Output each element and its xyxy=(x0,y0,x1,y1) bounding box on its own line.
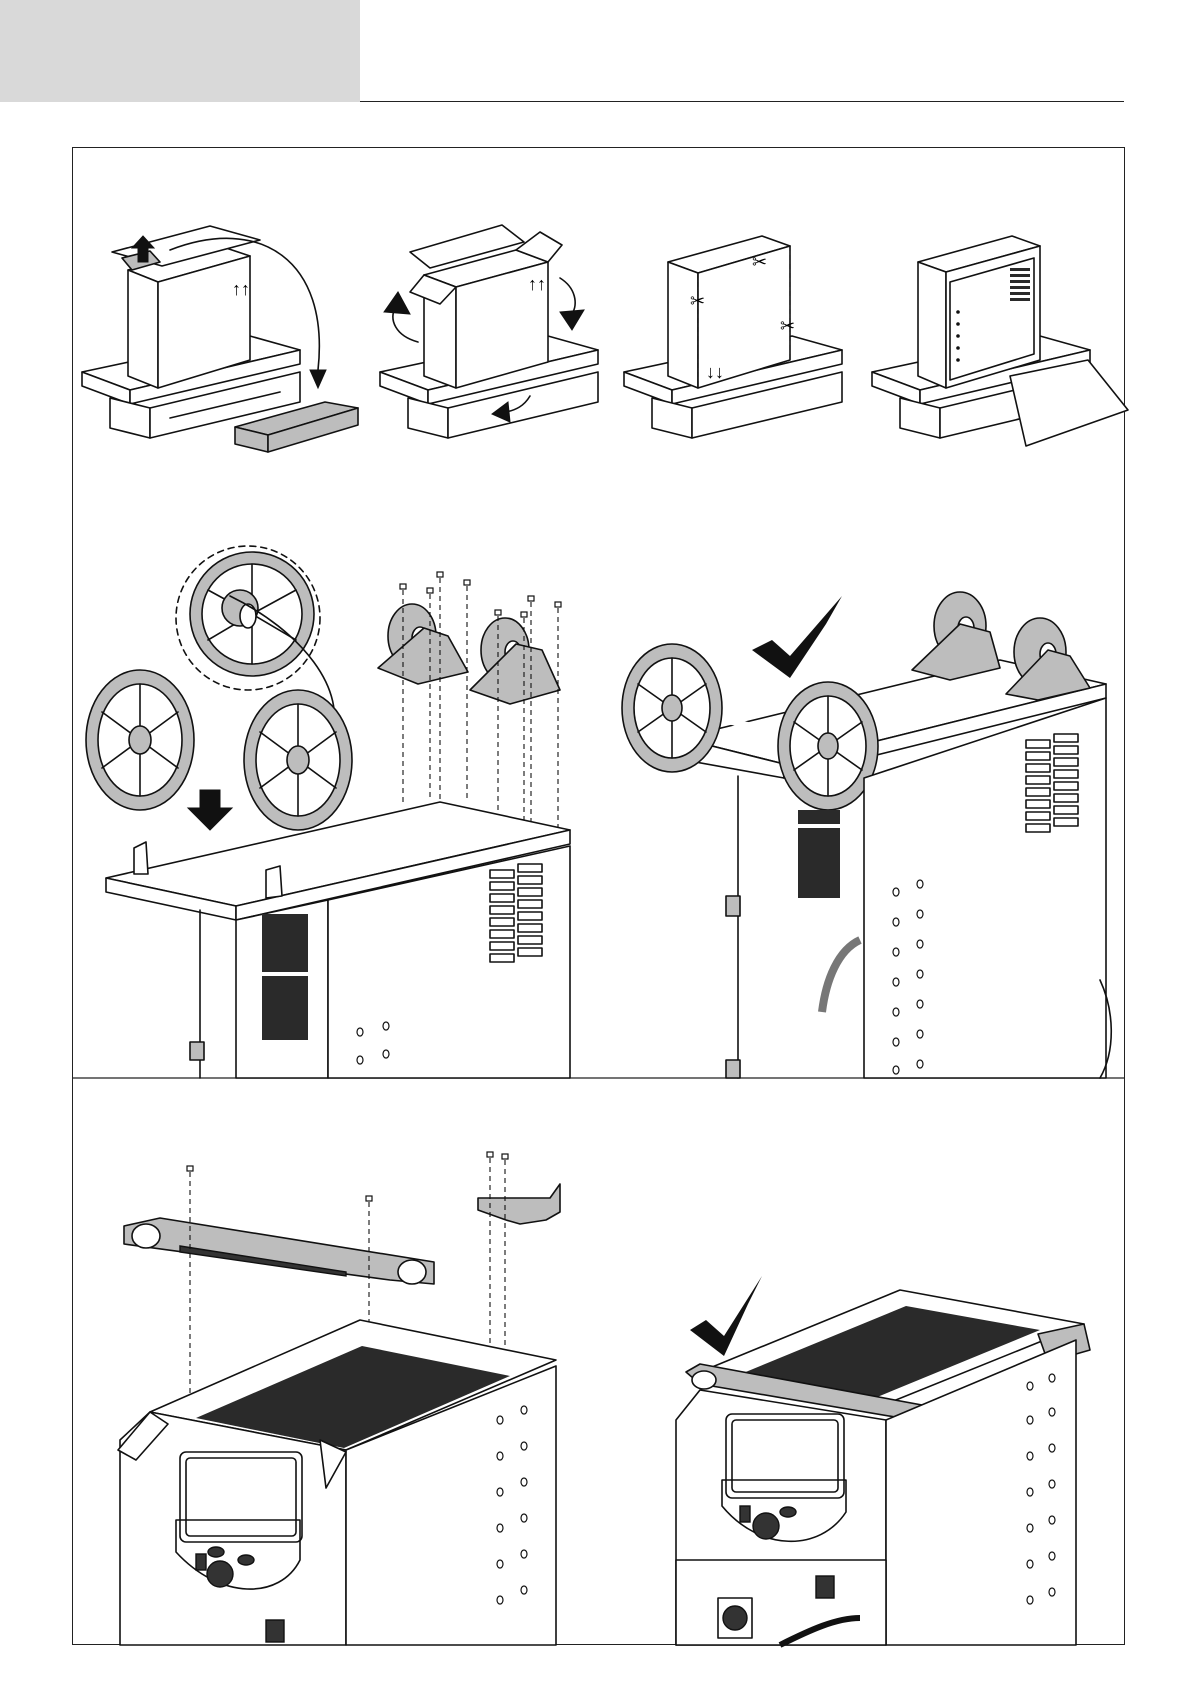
handle-result-panel xyxy=(676,1276,1090,1645)
this-side-down-symbol: ↓↓ xyxy=(706,362,724,382)
wheels-mounting-panel xyxy=(86,546,570,1078)
unpack-step-1: ↑↑ xyxy=(82,226,358,452)
castor-wheel-icon xyxy=(1006,618,1090,700)
wheel-icon xyxy=(622,644,722,772)
handle-bracket-icon xyxy=(124,1218,434,1284)
wheels-result-panel xyxy=(622,592,1111,1078)
castor-wheel-icon xyxy=(470,618,560,704)
curved-arrow-icon xyxy=(310,370,326,388)
castor-wheel-icon xyxy=(912,592,1000,680)
display-screen xyxy=(726,1414,844,1498)
control-knob xyxy=(207,1561,233,1587)
box-left xyxy=(128,270,158,388)
wheel-icon xyxy=(778,682,878,810)
display-screen xyxy=(180,1452,302,1542)
checkmark-icon xyxy=(752,596,842,678)
fan-grille xyxy=(262,914,308,972)
scissors-icon: ✂ xyxy=(690,291,705,311)
rotate-arrow-right-icon xyxy=(560,310,584,330)
unpack-step-3: ↓↓ ✂ ✂ ✂ xyxy=(624,236,842,438)
checkmark-icon xyxy=(690,1276,762,1356)
handle-mounting-panel xyxy=(118,1152,560,1645)
control-knob xyxy=(753,1513,779,1539)
scissors-icon: ✂ xyxy=(780,316,795,336)
this-side-up-symbol: ↑↑ xyxy=(232,279,250,299)
wheel-icon xyxy=(86,670,194,810)
ramp xyxy=(1010,360,1128,446)
castor-wheel-icon xyxy=(378,604,468,684)
fan-grille xyxy=(798,828,840,898)
rotate-arrow-left-icon xyxy=(384,292,410,314)
down-arrow-icon xyxy=(188,790,232,830)
fan-grille xyxy=(262,976,308,1040)
unpack-step-4 xyxy=(872,236,1128,446)
this-side-up-symbol: ↑↑ xyxy=(528,274,546,294)
scissors-icon: ✂ xyxy=(752,252,767,272)
wheel-icon xyxy=(244,690,352,830)
unpack-step-2: ↑↑ xyxy=(380,225,598,438)
